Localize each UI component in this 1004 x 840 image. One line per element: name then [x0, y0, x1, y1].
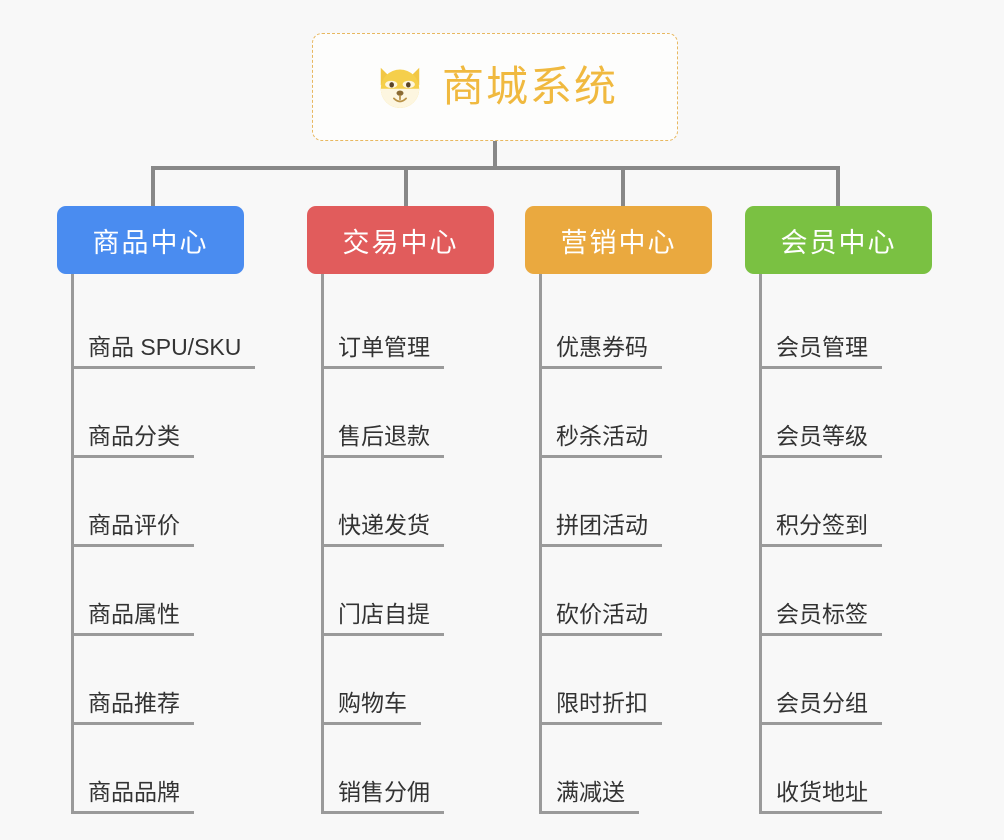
column-trade-center: 交易中心订单管理售后退款快递发货门店自提购物车销售分佣 — [307, 206, 494, 814]
connector-horizontal-bar — [151, 166, 839, 170]
column-items-trade-center: 订单管理售后退款快递发货门店自提购物车销售分佣 — [307, 274, 494, 814]
list-item[interactable]: 商品 SPU/SKU — [57, 280, 256, 369]
list-item-label: 优惠券码 — [542, 334, 662, 369]
list-item-label: 商品推荐 — [74, 690, 194, 725]
list-item-label: 售后退款 — [324, 423, 444, 458]
list-item-label: 会员管理 — [762, 334, 882, 369]
list-item[interactable]: 商品评价 — [57, 458, 244, 547]
list-item[interactable]: 门店自提 — [307, 547, 494, 636]
list-item[interactable]: 销售分佣 — [307, 725, 494, 814]
connector-drop-marketing-center — [621, 166, 625, 206]
column-header-member-center[interactable]: 会员中心 — [745, 206, 932, 274]
list-item-label: 会员等级 — [762, 423, 882, 458]
list-item[interactable]: 会员分组 — [745, 636, 932, 725]
connector-drop-trade-center — [404, 166, 408, 206]
list-item-label: 砍价活动 — [542, 601, 662, 636]
column-items-marketing-center: 优惠券码秒杀活动拼团活动砍价活动限时折扣满减送 — [525, 274, 712, 814]
connector-drop-member-center — [836, 166, 840, 206]
list-item[interactable]: 会员标签 — [745, 547, 932, 636]
list-item-label: 会员标签 — [762, 601, 882, 636]
list-item-label: 收货地址 — [762, 779, 882, 814]
column-spine-marketing-center — [539, 274, 542, 814]
list-item[interactable]: 优惠券码 — [525, 280, 712, 369]
list-item-label: 商品品牌 — [74, 779, 194, 814]
list-item[interactable]: 售后退款 — [307, 369, 494, 458]
list-item-label: 商品分类 — [74, 423, 194, 458]
column-header-product-center[interactable]: 商品中心 — [57, 206, 244, 274]
list-item[interactable]: 商品推荐 — [57, 636, 244, 725]
list-item[interactable]: 订单管理 — [307, 280, 494, 369]
list-item[interactable]: 满减送 — [525, 725, 712, 814]
column-spine-trade-center — [321, 274, 324, 814]
connector-drop-product-center — [151, 166, 155, 206]
list-item[interactable]: 积分签到 — [745, 458, 932, 547]
list-item-label: 销售分佣 — [324, 779, 444, 814]
list-item[interactable]: 商品属性 — [57, 547, 244, 636]
list-item[interactable]: 收货地址 — [745, 725, 932, 814]
list-item-label: 秒杀活动 — [542, 423, 662, 458]
list-item-label: 拼团活动 — [542, 512, 662, 547]
column-product-center: 商品中心商品 SPU/SKU 商品分类商品评价商品属性商品推荐商品品牌 — [57, 206, 256, 814]
list-item[interactable]: 限时折扣 — [525, 636, 712, 725]
list-item[interactable]: 会员等级 — [745, 369, 932, 458]
list-item[interactable]: 购物车 — [307, 636, 494, 725]
root-node[interactable]: 商城系统 — [312, 33, 678, 141]
list-item[interactable]: 会员管理 — [745, 280, 932, 369]
list-item[interactable]: 拼团活动 — [525, 458, 712, 547]
list-item-label: 限时折扣 — [542, 690, 662, 725]
list-item[interactable]: 商品品牌 — [57, 725, 244, 814]
list-item-label: 购物车 — [324, 690, 421, 725]
column-marketing-center: 营销中心优惠券码秒杀活动拼团活动砍价活动限时折扣满减送 — [525, 206, 712, 814]
column-header-trade-center[interactable]: 交易中心 — [307, 206, 494, 274]
list-item-label: 商品属性 — [74, 601, 194, 636]
list-item[interactable]: 商品分类 — [57, 369, 244, 458]
list-item-label: 积分签到 — [762, 512, 882, 547]
column-spine-product-center — [71, 274, 74, 814]
root-title: 商城系统 — [441, 63, 618, 110]
list-item-label: 门店自提 — [324, 601, 444, 636]
list-item[interactable]: 砍价活动 — [525, 547, 712, 636]
list-item[interactable]: 秒杀活动 — [525, 369, 712, 458]
column-header-marketing-center[interactable]: 营销中心 — [525, 206, 712, 274]
column-items-product-center: 商品 SPU/SKU 商品分类商品评价商品属性商品推荐商品品牌 — [57, 274, 256, 814]
column-spine-member-center — [759, 274, 762, 814]
list-item-label: 商品评价 — [74, 512, 194, 547]
shiba-dog-face-icon — [372, 59, 428, 115]
list-item-label: 商品 SPU/SKU — [74, 334, 256, 369]
column-member-center: 会员中心会员管理会员等级积分签到会员标签会员分组收货地址 — [745, 206, 932, 814]
list-item-label: 订单管理 — [324, 334, 444, 369]
list-item[interactable]: 快递发货 — [307, 458, 494, 547]
list-item-label: 满减送 — [542, 779, 639, 814]
column-items-member-center: 会员管理会员等级积分签到会员标签会员分组收货地址 — [745, 274, 932, 814]
list-item-label: 快递发货 — [324, 512, 444, 547]
connector-stem — [493, 141, 497, 169]
list-item-label: 会员分组 — [762, 690, 882, 725]
